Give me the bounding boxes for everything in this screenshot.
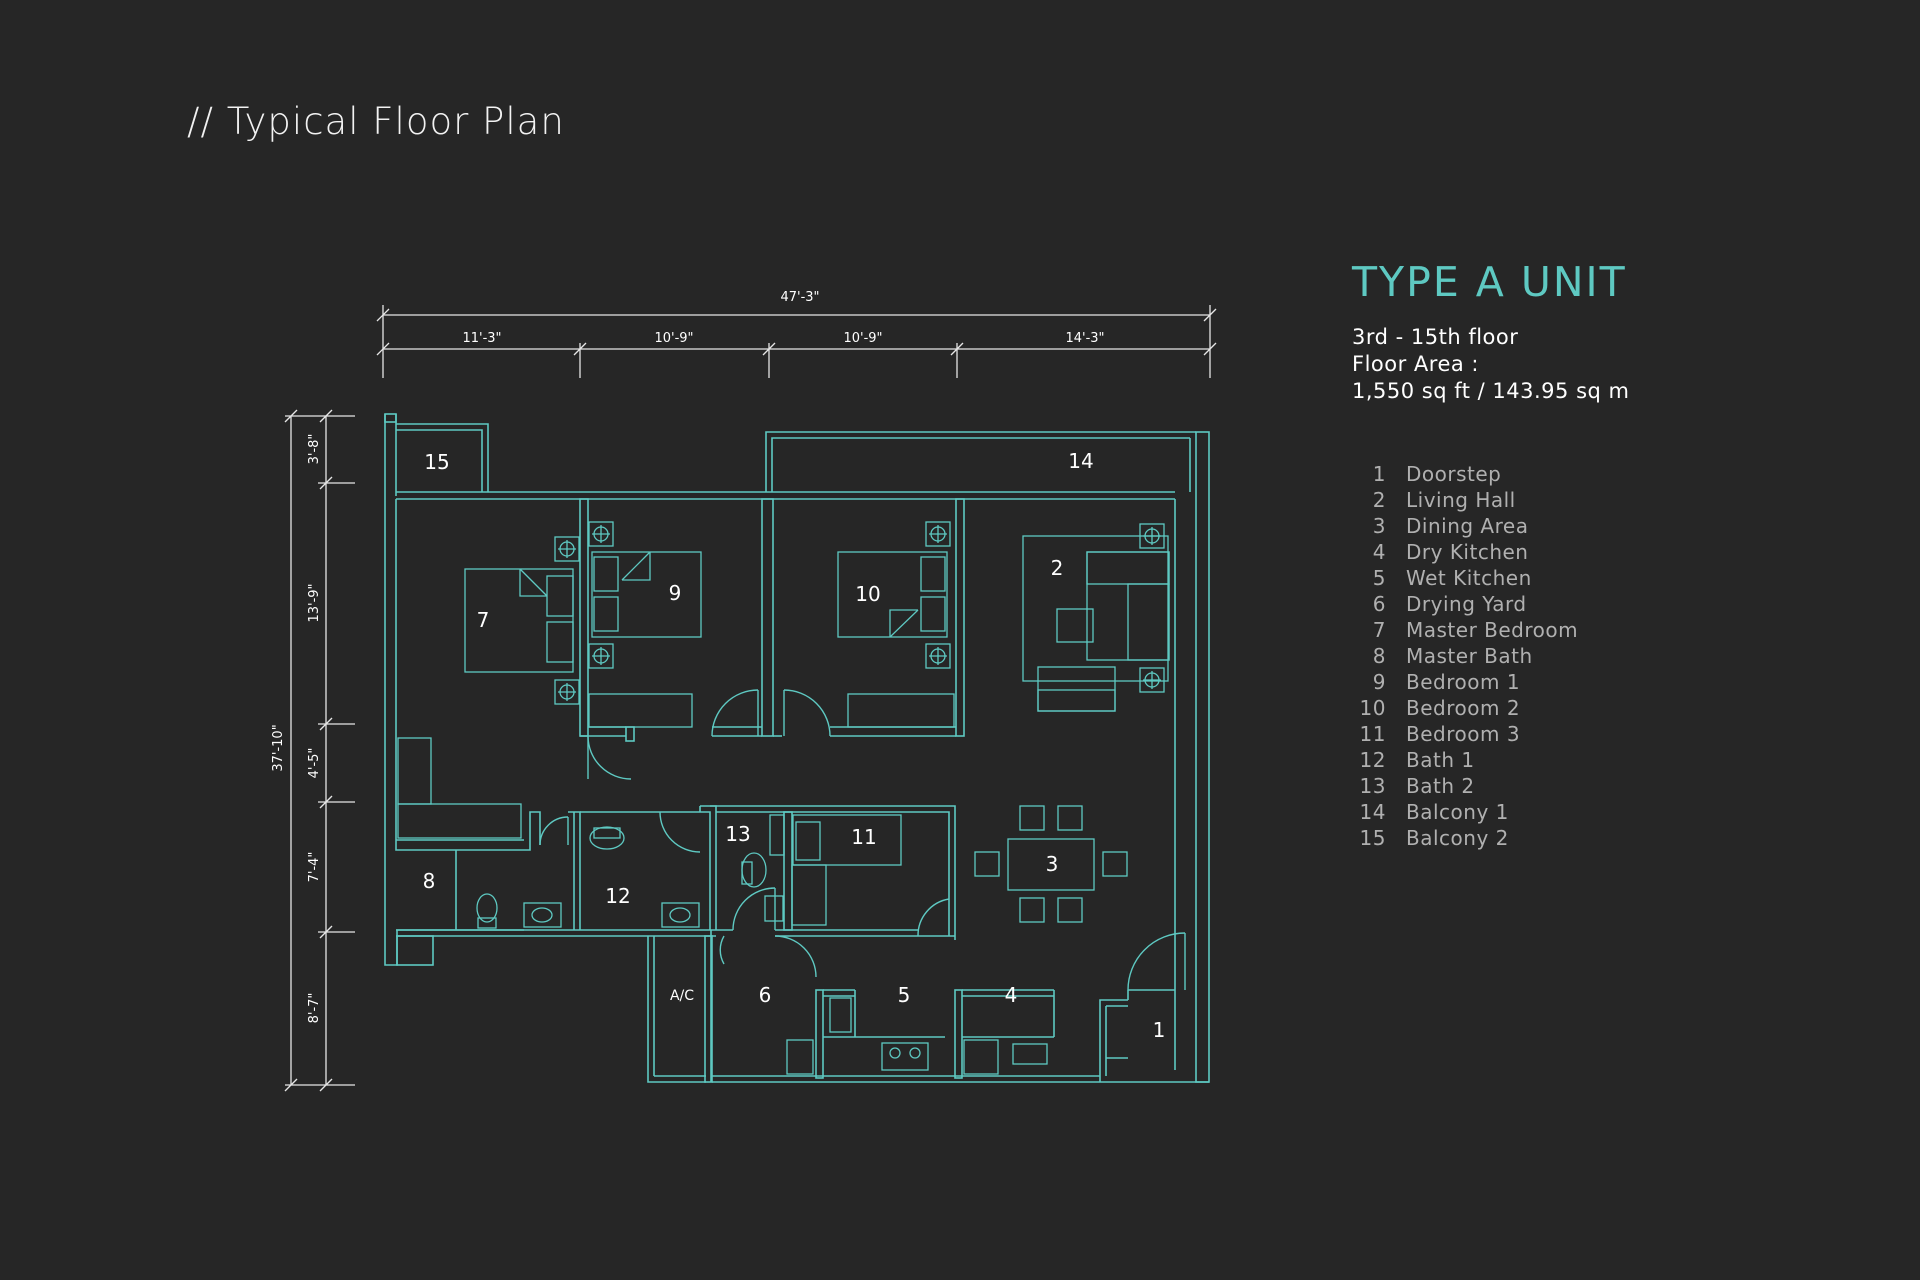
unit-title: TYPE A UNIT <box>1352 258 1627 306</box>
dim-width-3: 10'-9" <box>843 331 882 346</box>
legend-number: 11 <box>1359 722 1386 746</box>
room-label-15: 15 <box>424 450 449 474</box>
legend-number: 12 <box>1359 748 1386 772</box>
legend-name: Bedroom 3 <box>1406 722 1521 746</box>
legend-number: 6 <box>1372 592 1386 616</box>
legend-name: Dining Area <box>1406 514 1529 538</box>
room-label-11: 11 <box>851 825 876 849</box>
legend-item: 8 Master Bath <box>1352 643 1578 669</box>
lamp-2 <box>1139 667 1165 693</box>
legend-name: Balcony 1 <box>1406 800 1509 824</box>
legend-number: 1 <box>1372 462 1386 486</box>
page-title: // Typical Floor Plan <box>187 100 565 143</box>
legend-name: Bedroom 1 <box>1406 670 1521 694</box>
room-label-1: 1 <box>1153 1018 1166 1042</box>
dim-depth-1: 3'-8" <box>307 434 322 465</box>
room-label-7: 7 <box>477 608 490 632</box>
dim-width-2: 10'-9" <box>654 331 693 346</box>
legend-item: 2 Living Hall <box>1352 487 1578 513</box>
nightstand-10a <box>925 521 951 547</box>
legend-name: Bath 2 <box>1406 774 1475 798</box>
legend-item: 10 Bedroom 2 <box>1352 695 1578 721</box>
dim-width-4: 14'-3" <box>1065 331 1104 346</box>
legend-item: 9 Bedroom 1 <box>1352 669 1578 695</box>
nightstand-9b <box>588 643 614 669</box>
dim-depth-3: 4'-5" <box>307 748 322 779</box>
legend-name: Dry Kitchen <box>1406 540 1529 564</box>
legend-item: 3 Dining Area <box>1352 513 1578 539</box>
room-label-3: 3 <box>1046 852 1059 876</box>
dim-width-1: 11'-3" <box>462 331 501 346</box>
legend-item: 14 Balcony 1 <box>1352 799 1578 825</box>
legend-name: Bedroom 2 <box>1406 696 1521 720</box>
room-label-14: 14 <box>1068 449 1093 473</box>
dim-total-depth: 37'-10" <box>271 724 286 771</box>
nightstand-7a <box>554 536 580 562</box>
room-label-ac: A/C <box>670 988 694 1004</box>
legend-number: 7 <box>1372 618 1386 642</box>
lamp-1 <box>1139 523 1165 549</box>
legend-item: 5 Wet Kitchen <box>1352 565 1578 591</box>
legend-name: Drying Yard <box>1406 592 1527 616</box>
legend-number: 10 <box>1359 696 1386 720</box>
legend-item: 6 Drying Yard <box>1352 591 1578 617</box>
legend-item: 1 Doorstep <box>1352 461 1578 487</box>
legend-number: 5 <box>1372 566 1386 590</box>
room-label-9: 9 <box>669 581 682 605</box>
nightstand-9a <box>588 521 614 547</box>
legend-name: Balcony 2 <box>1406 826 1509 850</box>
dim-total-width: 47'-3" <box>780 290 819 305</box>
legend-item: 12 Bath 1 <box>1352 747 1578 773</box>
legend-number: 3 <box>1372 514 1386 538</box>
room-label-8: 8 <box>423 869 436 893</box>
legend-name: Master Bedroom <box>1406 618 1579 642</box>
nightstand-7b <box>554 679 580 705</box>
legend-number: 9 <box>1372 670 1386 694</box>
legend-number: 8 <box>1372 644 1386 668</box>
room-label-10: 10 <box>855 582 880 606</box>
unit-floors: 3rd - 15th floor <box>1352 325 1519 349</box>
floor-area-label: Floor Area : <box>1352 352 1479 376</box>
floor-area-value: 1,550 sq ft / 143.95 sq m <box>1352 379 1630 403</box>
legend-name: Doorstep <box>1406 462 1502 486</box>
dim-depth-2: 13'-9" <box>307 583 322 622</box>
room-label-5: 5 <box>898 983 911 1007</box>
legend-number: 4 <box>1372 540 1386 564</box>
room-label-12: 12 <box>605 884 630 908</box>
legend-item: 15 Balcony 2 <box>1352 825 1578 851</box>
unit-info: TYPE A UNIT 3rd - 15th floor Floor Area … <box>1352 258 1872 405</box>
legend-item: 13 Bath 2 <box>1352 773 1578 799</box>
room-label-2: 2 <box>1051 556 1064 580</box>
furniture <box>397 521 1170 1075</box>
legend-name: Master Bath <box>1406 644 1533 668</box>
legend-number: 2 <box>1372 488 1386 512</box>
legend-name: Bath 1 <box>1406 748 1475 772</box>
legend-item: 11 Bedroom 3 <box>1352 721 1578 747</box>
room-label-6: 6 <box>759 983 772 1007</box>
plan-walls <box>384 413 1210 1083</box>
legend-name: Wet Kitchen <box>1406 566 1532 590</box>
doors <box>539 689 1186 991</box>
dimension-labels: 47'-3" 11'-3" 10'-9" 10'-9" 14'-3" 37'-1… <box>271 290 1105 1023</box>
legend-number: 15 <box>1359 826 1386 850</box>
dim-depth-5: 8'-7" <box>307 993 322 1024</box>
legend-number: 14 <box>1359 800 1386 824</box>
nightstand-10b <box>925 643 951 669</box>
dimension-lines <box>284 305 1217 1092</box>
dim-depth-4: 7'-4" <box>307 852 322 883</box>
legend-item: 4 Dry Kitchen <box>1352 539 1578 565</box>
room-labels: 1 2 3 4 5 6 7 8 9 10 11 12 13 14 15 A/C <box>423 449 1166 1042</box>
room-label-4: 4 <box>1005 983 1018 1007</box>
legend-name: Living Hall <box>1406 488 1516 512</box>
room-label-13: 13 <box>725 822 750 846</box>
legend-number: 13 <box>1359 774 1386 798</box>
legend-item: 7 Master Bedroom <box>1352 617 1578 643</box>
